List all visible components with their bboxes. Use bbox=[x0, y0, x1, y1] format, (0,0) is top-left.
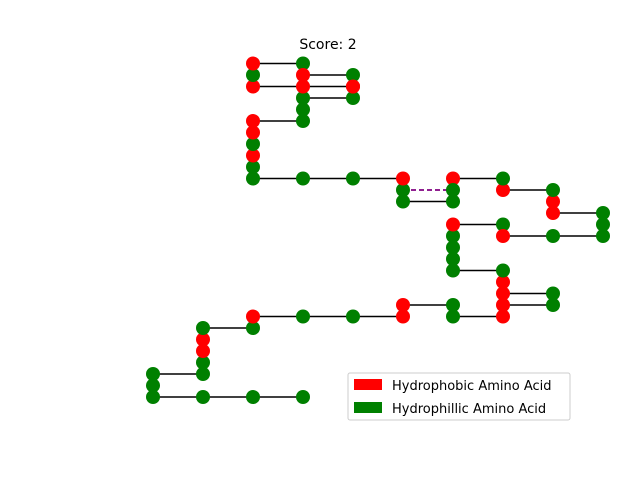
hydrophobic-residue bbox=[246, 309, 260, 324]
hydrophilic-residue bbox=[296, 114, 310, 128]
hydrophilic-residue bbox=[146, 390, 160, 404]
hydrophobic-residue bbox=[196, 344, 210, 358]
hydrophilic-residue bbox=[496, 217, 510, 232]
hydrophilic-residue bbox=[296, 171, 310, 186]
hydrophobic-residue bbox=[446, 217, 460, 232]
hydrophilic-residue bbox=[496, 171, 510, 186]
hydrophobic-residue bbox=[246, 114, 260, 128]
hydrophobic-residue bbox=[496, 229, 510, 243]
legend: Hydrophobic Amino Acid Hydrophillic Amin… bbox=[347, 372, 571, 421]
hydrophobic-residue bbox=[496, 275, 510, 289]
hydrophilic-residue bbox=[196, 355, 210, 370]
hydrophobic-residue bbox=[196, 332, 210, 347]
hydrophilic-residue bbox=[246, 321, 260, 335]
hydrophilic-residue bbox=[346, 91, 360, 105]
hydrophobic-residue bbox=[296, 68, 310, 82]
legend-label-hydrophobic: Hydrophobic Amino Acid bbox=[392, 379, 552, 394]
legend-frame bbox=[347, 372, 571, 421]
hydrophobic-residue bbox=[346, 79, 360, 94]
hydrophilic-residue bbox=[446, 263, 460, 278]
hydrophobic-residue bbox=[246, 79, 260, 94]
hydrophilic-residue bbox=[596, 217, 610, 232]
legend-label-hydrophilic: Hydrophillic Amino Acid bbox=[392, 402, 546, 417]
hydrophilic-residue bbox=[146, 367, 160, 381]
hydrophobic-residue bbox=[396, 171, 410, 186]
hydrophilic-residue bbox=[546, 286, 560, 301]
hydrophilic-residue bbox=[546, 229, 560, 243]
hydrophobic-residue bbox=[246, 56, 260, 71]
hydrophilic-residue bbox=[296, 56, 310, 71]
hydrophilic-residue bbox=[446, 240, 460, 255]
hydrophobic-residue bbox=[246, 125, 260, 140]
hydrophobic-residue bbox=[546, 206, 560, 220]
hydrophilic-residue bbox=[346, 68, 360, 82]
legend-swatch-hydrophobic bbox=[354, 379, 382, 390]
hydrophilic-residue bbox=[496, 263, 510, 278]
legend-swatch-hydrophilic bbox=[354, 402, 382, 413]
hydrophilic-residue bbox=[446, 194, 460, 209]
hydrophilic-residue bbox=[196, 367, 210, 381]
hydrophilic-residue bbox=[446, 309, 460, 324]
hydrophilic-residue bbox=[596, 206, 610, 220]
hydrophobic-residue bbox=[496, 183, 510, 197]
hydrophilic-residue bbox=[446, 183, 460, 197]
hydrophilic-residue bbox=[246, 160, 260, 174]
hydrophilic-residue bbox=[146, 378, 160, 393]
residue-layer bbox=[146, 56, 610, 404]
chart-title: Score: 2 bbox=[299, 37, 356, 53]
hydrophobic-residue bbox=[496, 309, 510, 324]
hydrophilic-residue bbox=[446, 252, 460, 266]
hydrophilic-residue bbox=[196, 321, 210, 335]
hydrophilic-residue bbox=[396, 194, 410, 209]
hydrophilic-residue bbox=[446, 298, 460, 312]
hydrophobic-residue bbox=[446, 171, 460, 186]
hydrophilic-residue bbox=[296, 102, 310, 117]
hydrophilic-residue bbox=[296, 390, 310, 404]
hydrophilic-residue bbox=[246, 390, 260, 404]
hydrophilic-residue bbox=[296, 91, 310, 105]
hydrophilic-residue bbox=[446, 229, 460, 243]
hydrophilic-residue bbox=[346, 309, 360, 324]
hydrophilic-residue bbox=[596, 229, 610, 243]
hydrophilic-residue bbox=[396, 183, 410, 197]
hydrophobic-residue bbox=[496, 286, 510, 301]
hydrophobic-residue bbox=[396, 298, 410, 312]
bond-layer bbox=[152, 62, 604, 398]
hydrophilic-residue bbox=[246, 171, 260, 186]
hydrophobic-residue bbox=[246, 148, 260, 163]
hydrophilic-residue bbox=[246, 68, 260, 82]
hydrophobic-residue bbox=[296, 79, 310, 94]
hydrophilic-residue bbox=[546, 183, 560, 197]
hydrophilic-residue bbox=[196, 390, 210, 404]
hydrophobic-residue bbox=[546, 194, 560, 209]
hydrophobic-residue bbox=[496, 298, 510, 312]
hydrophilic-residue bbox=[346, 171, 360, 186]
hydrophilic-residue bbox=[296, 309, 310, 324]
hydrophilic-residue bbox=[546, 298, 560, 312]
hydrophilic-residue bbox=[246, 137, 260, 151]
hydrophobic-residue bbox=[396, 309, 410, 324]
